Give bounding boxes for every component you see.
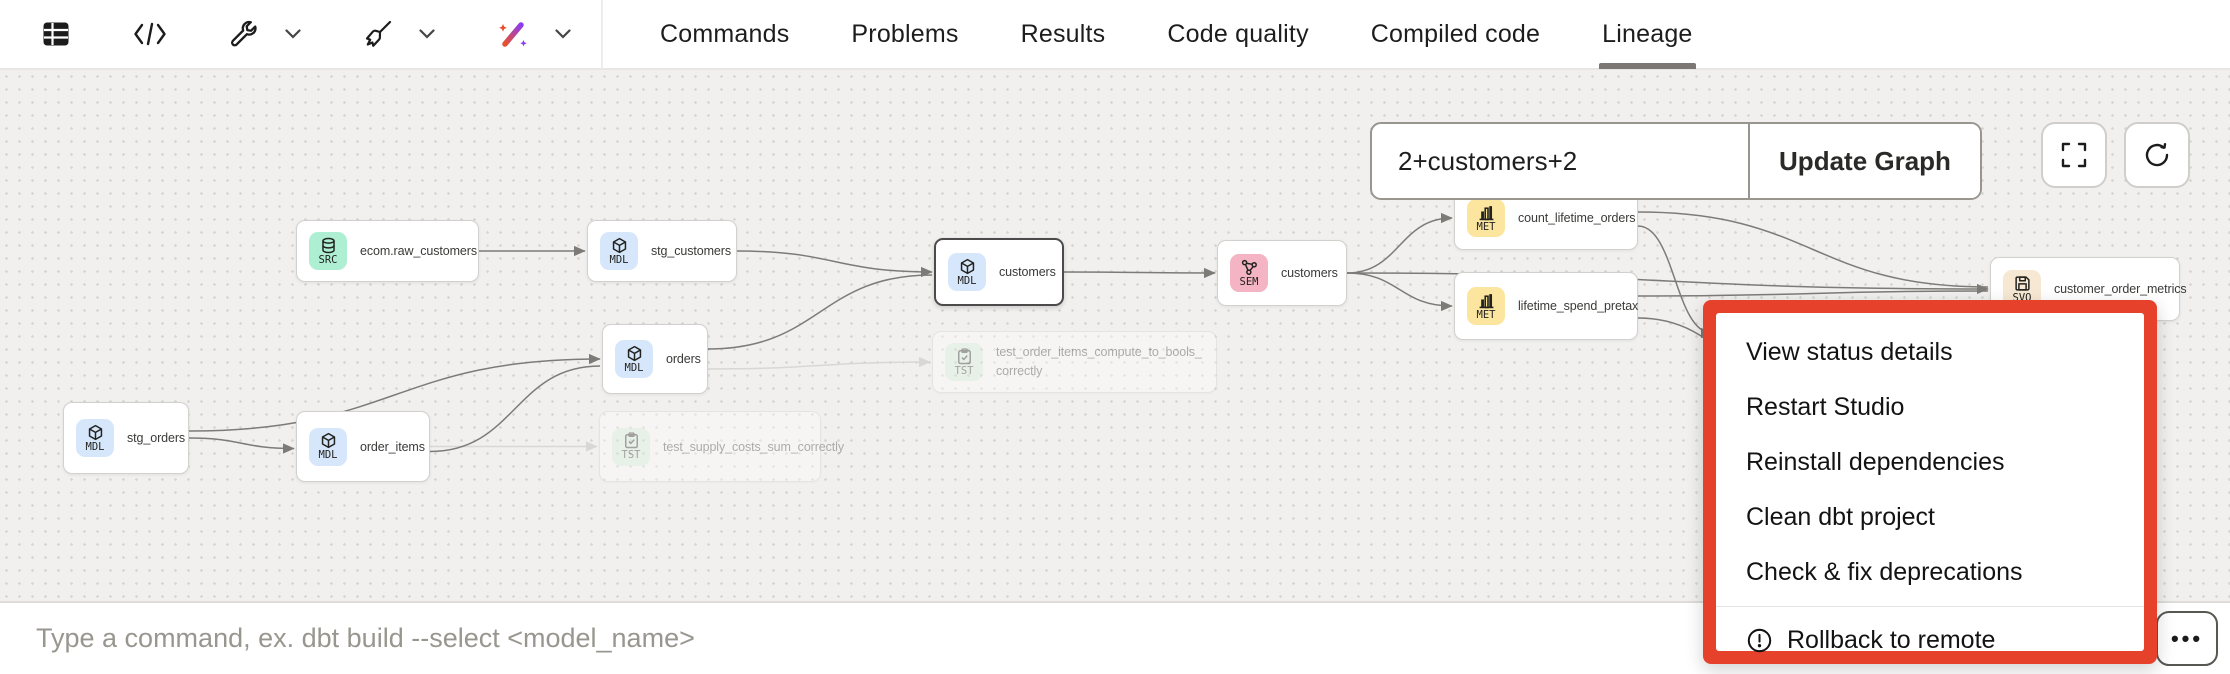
mdl-badge-icon: MDL xyxy=(76,419,114,457)
graph-selector-input[interactable] xyxy=(1398,145,1722,177)
node-label: test_order_items_compute_to_bools_correc… xyxy=(996,345,1202,378)
tab-bar: Commands Problems Results Code quality Compi… xyxy=(629,0,1724,69)
tab-compiled-code[interactable]: Compiled code xyxy=(1370,19,1541,48)
tab-commands[interactable]: Commands xyxy=(660,19,790,48)
mdl-badge-icon: MDL xyxy=(948,253,986,291)
menu-item-label: Rollback to remote xyxy=(1787,626,1996,654)
edge-customers_sem-to-count_lifetime_orders xyxy=(1346,212,1453,274)
node-label: stg_customers xyxy=(651,244,731,258)
edge-orders-to-customers_mdl xyxy=(707,274,933,350)
node-label: count_lifetime_orders xyxy=(1518,211,1636,225)
node-customers-sem[interactable]: SEM customers xyxy=(1217,240,1347,306)
menu-item-label: Check & fix deprecations xyxy=(1746,558,2023,586)
graph-selector-field[interactable] xyxy=(1372,124,1748,198)
menu-item-label: Clean dbt project xyxy=(1746,503,1936,531)
magic-wand-icon[interactable] xyxy=(489,12,537,56)
src-badge-icon: SRC xyxy=(309,232,347,270)
edge-stg_orders-to-order_items xyxy=(188,437,295,454)
node-label: stg_orders xyxy=(127,431,186,445)
edge-lifetime_spend_pretax-to-customer_order_metrics xyxy=(1637,290,1989,297)
node-ecom-raw-customers[interactable]: SRC ecom.raw_customers xyxy=(296,220,479,282)
tab-results[interactable]: Results xyxy=(1020,19,1106,48)
edge-count_lifetime_orders-to-customer_order_metrics xyxy=(1637,211,1989,288)
chevron-down-icon[interactable] xyxy=(547,12,579,56)
alert-circle-icon xyxy=(1747,628,1772,653)
tst-badge-icon: TST xyxy=(612,427,650,466)
mdl-badge-icon: MDL xyxy=(309,427,347,466)
edge-count_lifetime_orders-out xyxy=(1637,225,1713,339)
node-label: order_items xyxy=(360,439,425,454)
menu-item-label: Reinstall dependencies xyxy=(1746,448,2005,476)
graph-selector-panel: Update Graph xyxy=(1370,122,1982,200)
mdl-badge-icon: MDL xyxy=(600,232,638,270)
edge-customers_mdl-to-customers_sem xyxy=(1063,267,1216,279)
edge-stg_customers-to-customers_mdl xyxy=(736,250,933,278)
command-input[interactable] xyxy=(36,623,1908,654)
node-label: customers xyxy=(1281,266,1338,280)
node-label: lifetime_spend_pretax xyxy=(1518,299,1639,313)
menu-item-clean-dbt-project[interactable]: Clean dbt project xyxy=(1716,490,2144,545)
edge-order_items-to-orders xyxy=(429,365,601,453)
menu-item-reinstall-dependencies[interactable]: Reinstall dependencies xyxy=(1716,435,2144,490)
node-lifetime-spend-pretax[interactable]: MET lifetime_spend_pretax xyxy=(1454,272,1638,340)
node-label: orders xyxy=(666,352,701,366)
refresh-button[interactable] xyxy=(2124,122,2190,188)
node-orders[interactable]: MDL orders xyxy=(602,324,708,394)
top-toolbar: Commands Problems Results Code quality Compi… xyxy=(0,0,2230,70)
node-label: test_supply_costs_sum_correctly xyxy=(663,439,845,454)
met-badge-icon: MET xyxy=(1467,199,1505,237)
menu-item-restart-studio[interactable]: Restart Studio xyxy=(1716,380,2144,435)
edge-stg_orders-to-orders xyxy=(188,353,601,432)
node-test-supply[interactable]: TST test_supply_costs_sum_correctly xyxy=(599,411,844,482)
menu-divider xyxy=(1716,606,2144,607)
tab-lineage[interactable]: Lineage xyxy=(1571,0,1723,69)
menu-item-check-fix-deprecations[interactable]: Check & fix deprecations xyxy=(1716,545,2144,600)
node-customers-mdl[interactable]: MDL customers xyxy=(934,238,1064,306)
menu-item-label: Restart Studio xyxy=(1746,393,1905,421)
node-label: customers xyxy=(999,265,1056,279)
update-graph-button[interactable]: Update Graph xyxy=(1748,124,1980,198)
lineage-edges xyxy=(188,211,1989,454)
fullscreen-button[interactable] xyxy=(2041,122,2107,188)
toolbar-icon-group xyxy=(33,12,579,56)
broom-icon[interactable] xyxy=(355,12,401,56)
menu-item-view-status-details[interactable]: View status details xyxy=(1716,325,2144,380)
table-icon[interactable] xyxy=(33,12,79,56)
chevron-down-icon[interactable] xyxy=(277,12,309,56)
code-icon[interactable] xyxy=(125,12,175,56)
tab-problems[interactable]: Problems xyxy=(851,19,959,48)
edge-customers_sem-to-customer_order_metrics xyxy=(1346,272,1989,295)
node-label: customer_order_metrics xyxy=(2054,282,2187,296)
menu-item-label: View status details xyxy=(1746,338,1953,366)
wrench-icon[interactable] xyxy=(221,12,267,56)
node-order-items[interactable]: MDL order_items xyxy=(296,411,430,482)
tab-code-quality[interactable]: Code quality xyxy=(1167,19,1309,48)
sem-badge-icon: SEM xyxy=(1230,254,1268,292)
tst-badge-icon: TST xyxy=(945,343,983,381)
edge-orders-to-test_order_items xyxy=(707,356,931,370)
toolbar-divider xyxy=(601,0,603,69)
more-options-button[interactable]: ••• xyxy=(2156,611,2218,666)
node-label: ecom.raw_customers xyxy=(360,244,477,258)
edge-customers_sem-to-lifetime_spend_pretax xyxy=(1346,272,1453,312)
menu-item-rollback-to-remote[interactable]: Rollback to remote xyxy=(1716,613,2144,668)
node-stg-orders[interactable]: MDL stg_orders xyxy=(63,402,189,474)
mdl-badge-icon: MDL xyxy=(615,340,653,378)
node-stg-customers[interactable]: MDL stg_customers xyxy=(587,220,737,282)
chevron-down-icon[interactable] xyxy=(411,12,443,56)
node-test-order-items[interactable]: TST test_order_items_compute_to_bools_cor… xyxy=(932,331,1217,393)
met-badge-icon: MET xyxy=(1467,287,1505,325)
